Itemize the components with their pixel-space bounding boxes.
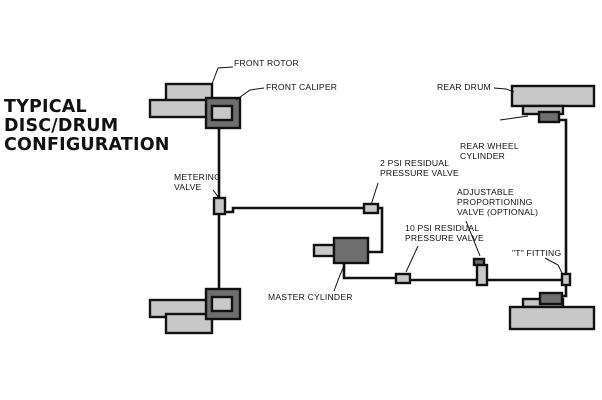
- leader-ten-psi-valve: [405, 245, 419, 273]
- diagram-title: TYPICAL DISC/DRUM CONFIGURATION: [4, 98, 170, 155]
- label-proportioning-line2: PROPORTIONING: [457, 197, 533, 207]
- leader-proportioning-valve: [465, 220, 481, 257]
- leader-front-caliper: [235, 87, 265, 101]
- rear-drum-top: [510, 84, 596, 116]
- master-cylinder: [312, 236, 370, 265]
- leader-two-psi-valve: [370, 182, 379, 206]
- rear-line-bottom: [562, 285, 568, 298]
- title-line-1: TYPICAL: [4, 97, 87, 117]
- title-line-3: CONFIGURATION: [4, 135, 170, 155]
- label-rear-wheel-cylinder-line2: CYLINDER: [460, 151, 506, 161]
- master-to-rear-line: [342, 263, 396, 280]
- front-rotor-bottom: [148, 298, 220, 335]
- rear-wheel-cylinder-top: [537, 110, 561, 124]
- label-two-psi-line1: 2 PSI RESIDUAL: [380, 158, 450, 168]
- leader-rear-wheel-cylinder: [499, 115, 529, 121]
- rear-line-top: [559, 118, 568, 274]
- label-front-rotor: FRONT ROTOR: [234, 58, 299, 68]
- label-metering-valve-line1: METERING: [174, 172, 221, 182]
- front-caliper-bottom: [204, 287, 242, 321]
- proportioning-valve: [472, 257, 489, 287]
- leader-t-fitting: [544, 257, 564, 276]
- t-fitting: [560, 272, 572, 287]
- rear-wheel-cylinder-bottom: [538, 291, 564, 306]
- label-master-cylinder: MASTER CYLINDER: [268, 292, 353, 302]
- label-t-fitting: "T" FITTING: [512, 248, 562, 258]
- two-psi-valve: [362, 202, 380, 215]
- leader-master-cylinder: [333, 265, 345, 292]
- leader-rear-drum: [493, 87, 515, 93]
- label-metering-valve-line2: VALVE: [174, 182, 202, 192]
- front-feed-line: [225, 206, 366, 214]
- leader-front-rotor: [211, 66, 234, 85]
- label-rear-drum: REAR DRUM: [437, 82, 491, 92]
- label-front-caliper: FRONT CALIPER: [266, 82, 338, 92]
- label-proportioning-line1: ADJUSTABLE: [457, 187, 514, 197]
- metering-valve: [212, 196, 227, 216]
- label-proportioning-line3: VALVE (OPTIONAL): [457, 207, 539, 217]
- front-caliper-top: [204, 96, 242, 130]
- ten-psi-valve: [394, 272, 412, 285]
- title-line-2: DISC/DRUM: [4, 116, 119, 136]
- leader-metering-valve: [212, 189, 220, 199]
- label-rear-wheel-cylinder-line1: REAR WHEEL: [460, 141, 519, 151]
- label-two-psi-line2: PRESSURE VALVE: [380, 168, 459, 178]
- master-to-front-line: [368, 206, 384, 254]
- label-ten-psi-line1: 10 PSI RESIDUAL: [405, 223, 480, 233]
- label-ten-psi-line2: PRESSURE VALVE: [405, 233, 484, 243]
